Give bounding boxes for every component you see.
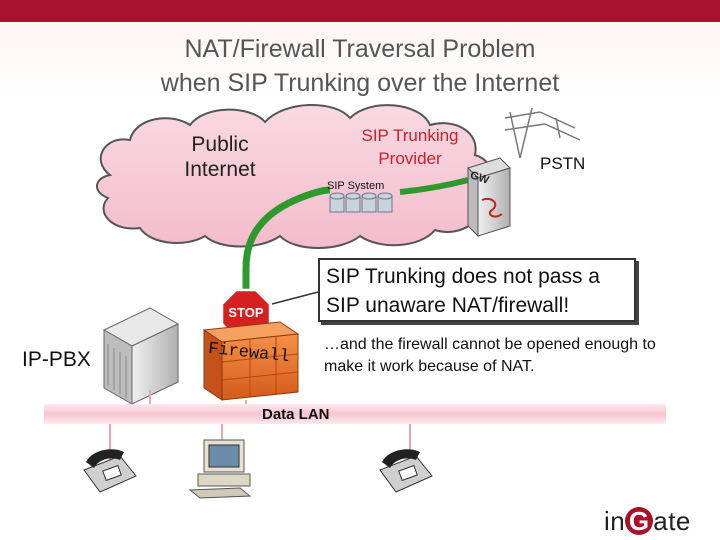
- logo-text-right: ate: [653, 506, 691, 536]
- logo-g-mark: G: [625, 507, 654, 535]
- slide-title: NAT/Firewall Traversal Problem when SIP …: [0, 22, 720, 100]
- sip-trunk-cable: [242, 177, 469, 330]
- ip-phone-icon: [379, 449, 433, 493]
- stop-sign-label: STOP: [228, 305, 264, 320]
- desktop-pc-icon: [188, 439, 252, 499]
- callout-pointer: [271, 291, 319, 305]
- data-lan-bar: [44, 404, 666, 424]
- data-lan-label: Data LAN: [262, 406, 330, 423]
- ip-phone-icon: [83, 449, 137, 493]
- gateway-box: [467, 157, 511, 238]
- sip-system-servers: [329, 192, 393, 213]
- ip-pbx-server-icon: [102, 307, 180, 405]
- lan-drops: [109, 390, 411, 460]
- slide-title-line-2: when SIP Trunking over the Internet: [160, 69, 560, 97]
- slide-title-line-1: NAT/Firewall Traversal Problem: [184, 35, 536, 63]
- ip-pbx-label: IP-PBX: [22, 348, 91, 371]
- logo-text-left: in: [604, 506, 626, 536]
- pstn-tower-icon: [504, 107, 581, 159]
- pstn-label: PSTN: [540, 154, 586, 173]
- callout-sub: …and the firewall cannot be opened enoug…: [324, 336, 656, 375]
- callout-main: SIP Trunking does not pass a SIP unaware…: [318, 258, 636, 322]
- public-internet-label: Public Internet: [184, 133, 256, 181]
- sip-trunking-provider-label: SIP Trunking Provider: [361, 126, 459, 168]
- firewall-icon: [202, 321, 300, 401]
- title-bar-accent: [0, 0, 720, 22]
- sip-system-label: SIP System: [327, 180, 385, 192]
